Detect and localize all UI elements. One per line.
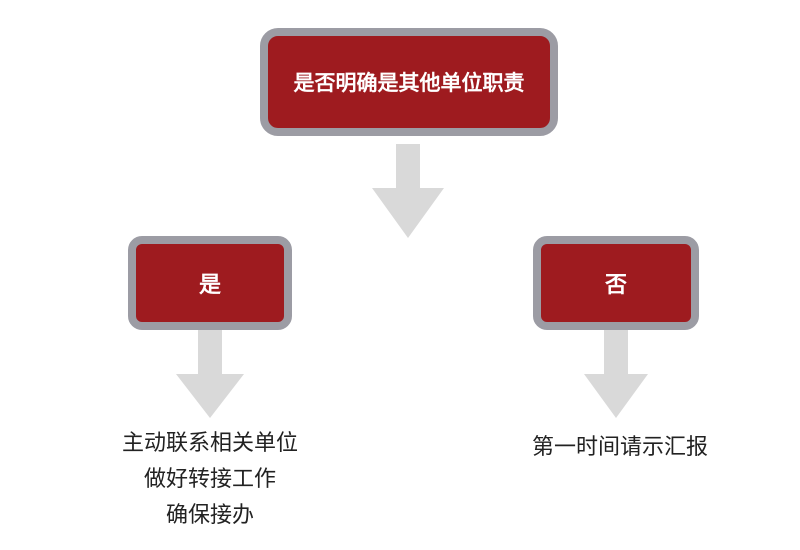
yes-outcome-line-1: 主动联系相关单位 bbox=[121, 431, 298, 456]
no-box: 否 bbox=[533, 236, 699, 330]
yes-outcome-text: 主动联系相关单位 做好转接工作 确保接办 bbox=[90, 426, 330, 534]
down-arrow-yes bbox=[176, 330, 244, 418]
yes-box: 是 bbox=[128, 236, 292, 330]
no-label: 否 bbox=[604, 273, 627, 298]
yes-outcome-line-3: 确保接办 bbox=[165, 503, 254, 528]
no-outcome-line-1: 第一时间请示汇报 bbox=[531, 435, 708, 460]
question-box: 是否明确是其他单位职责 bbox=[260, 28, 558, 136]
yes-label: 是 bbox=[198, 273, 221, 298]
down-arrow-no bbox=[584, 330, 648, 418]
down-arrow-center bbox=[372, 144, 444, 238]
question-label: 是否明确是其他单位职责 bbox=[293, 71, 525, 95]
no-outcome-text: 第一时间请示汇报 bbox=[500, 430, 740, 466]
yes-outcome-line-2: 做好转接工作 bbox=[143, 467, 276, 492]
